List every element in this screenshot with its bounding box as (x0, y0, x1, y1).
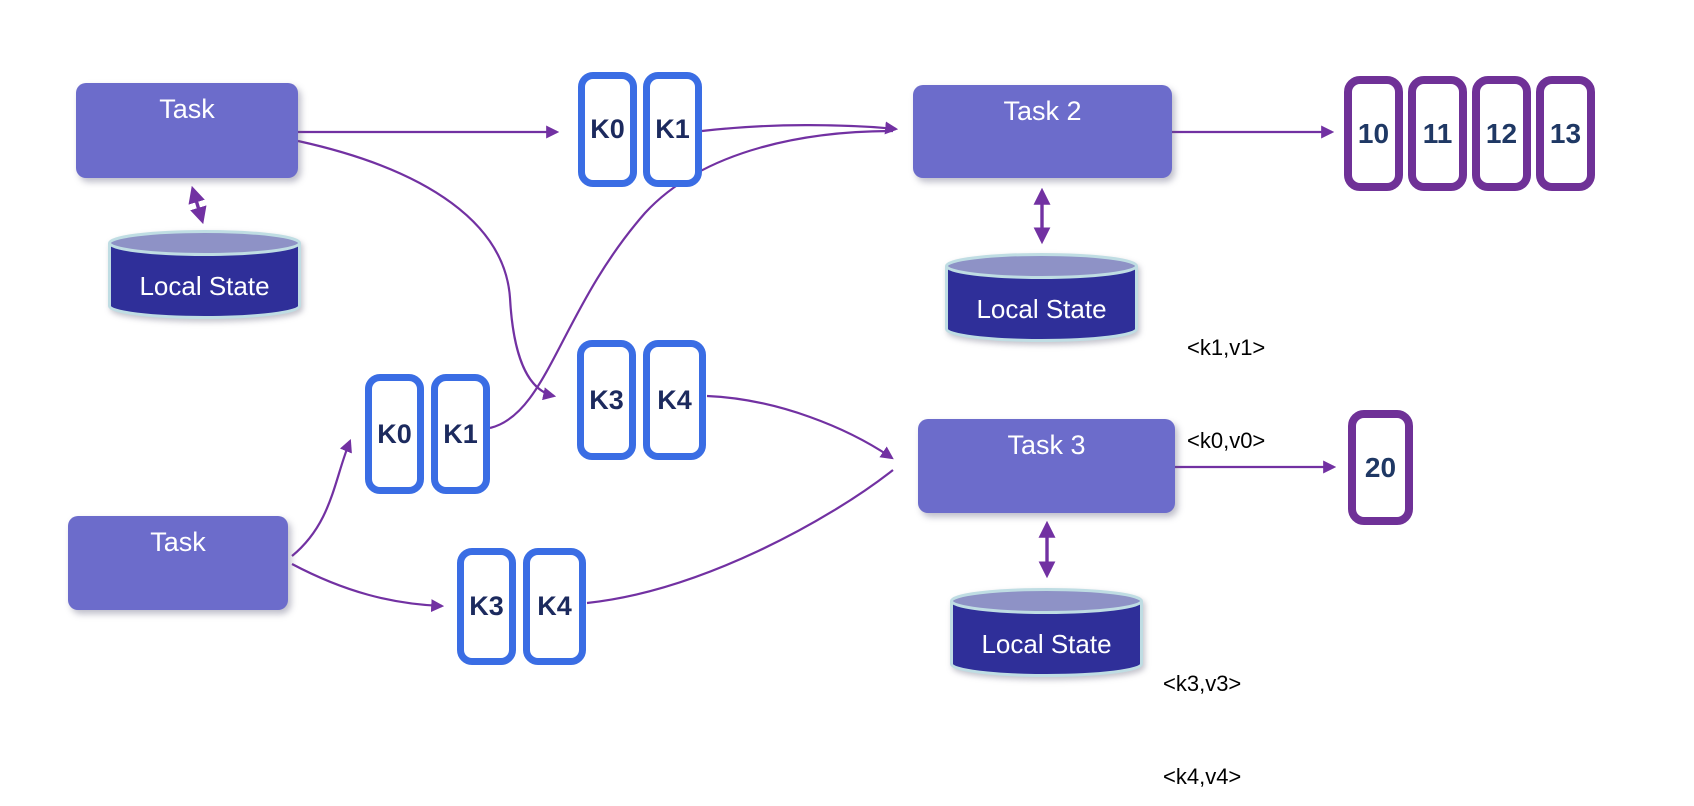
partition-left-k0: K0 (365, 374, 424, 494)
partition-label: K4 (657, 384, 692, 415)
partition-label: K3 (589, 384, 624, 415)
local-state-task3-label: Local State (981, 628, 1112, 659)
curve-taskbottom-to-k0k1 (291, 438, 352, 557)
curve-midk4-to-task3 (706, 394, 894, 460)
partition-label: K0 (377, 418, 412, 449)
task2-box: Task 2 (913, 85, 1172, 178)
curve-leftk0k1-to-task2 (489, 129, 894, 430)
curve-tasktop-to-k3k4 (297, 139, 557, 401)
cylinder-shape (108, 230, 301, 319)
output-label: 10 (1357, 117, 1390, 149)
output-task2-13: 13 (1536, 76, 1595, 191)
task2-state-annotation: <k1,v1> <k0,v0> (1187, 270, 1265, 518)
partition-top-k0: K0 (578, 72, 637, 187)
partition-label: K0 (590, 114, 625, 144)
annotation-line: <k4,v4> (1163, 764, 1242, 789)
partition-mid-k4: K4 (643, 340, 706, 460)
partition-label: K1 (655, 114, 690, 144)
local-state-task3-cylinder: Local State (948, 587, 1145, 679)
task3-state-annotation: <k3,v3> <k4,v4> (1163, 606, 1241, 806)
partition-top-k1: K1 (643, 72, 702, 187)
curve-taskbottom-to-k3k4 (291, 563, 445, 613)
partition-bottom-k4: K4 (523, 548, 586, 665)
curve-bottomk4-to-task3 (586, 469, 894, 605)
output-task3-20: 20 (1348, 410, 1413, 525)
output-label: 20 (1364, 451, 1397, 483)
task2-label: Task 2 (1003, 96, 1082, 126)
task-bottom-label: Task (150, 527, 206, 557)
partition-label: K4 (537, 591, 572, 621)
annotation-line: <k3,v3> (1163, 671, 1242, 696)
output-label: 13 (1549, 117, 1582, 149)
annotation-line: <k0,v0> (1187, 428, 1266, 453)
local-state-top-label: Local State (139, 270, 270, 301)
task3-label: Task 3 (1007, 430, 1086, 460)
local-state-task2-cylinder: Local State (943, 252, 1140, 344)
output-task2-10: 10 (1344, 76, 1403, 191)
partition-mid-k3: K3 (577, 340, 636, 460)
dblarrow-tasktop-localstate (188, 185, 207, 225)
cylinder-shape (945, 253, 1138, 342)
partition-bottom-k3: K3 (457, 548, 516, 665)
partition-left-k1: K1 (431, 374, 490, 494)
output-task2-11: 11 (1408, 76, 1467, 191)
line-topk1-to-task2 (701, 121, 899, 135)
local-state-task2-label: Local State (976, 293, 1107, 324)
task-bottom-box: Task (68, 516, 288, 610)
partition-label: K3 (469, 591, 504, 621)
task3-box: Task 3 (918, 419, 1175, 513)
local-state-top-cylinder: Local State (106, 229, 303, 321)
task-top-label: Task (159, 94, 215, 124)
cylinder-shape (950, 588, 1143, 677)
task-top-box: Task (76, 83, 298, 178)
partition-label: K1 (443, 418, 478, 449)
output-task2-12: 12 (1472, 76, 1531, 191)
annotation-line: <k1,v1> (1187, 335, 1266, 360)
output-label: 11 (1422, 117, 1453, 149)
output-label: 12 (1485, 117, 1518, 149)
